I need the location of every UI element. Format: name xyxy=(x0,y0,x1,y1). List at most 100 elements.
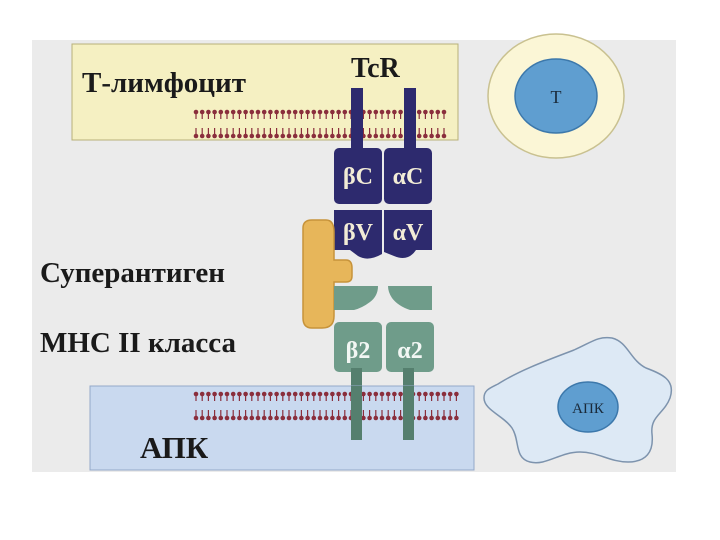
lipid-head xyxy=(237,415,242,421)
lipid-head xyxy=(398,109,403,115)
mhc-beta2-label: β2 xyxy=(346,338,371,364)
apc-nucleus-label: АПК xyxy=(572,401,605,417)
lipid-head xyxy=(292,109,298,115)
t-lymphocyte-membrane: Т-лимфоцит xyxy=(71,43,459,141)
lipid-head xyxy=(206,109,211,115)
lipid-head xyxy=(212,391,217,397)
lipid-head xyxy=(193,133,199,139)
lipid-head xyxy=(299,415,304,421)
lipid-head xyxy=(385,391,391,397)
lipid-head xyxy=(243,109,248,115)
lipid-head xyxy=(249,133,255,139)
lipid-head xyxy=(367,109,372,115)
lipid-head xyxy=(317,391,323,397)
lipid-head xyxy=(323,109,329,115)
lipid-head xyxy=(261,391,267,397)
lipid-head xyxy=(274,133,279,139)
lipid-head xyxy=(212,133,217,139)
lipid-head xyxy=(385,415,391,421)
lipid-head xyxy=(323,415,329,421)
tcr-alpha-c-domain xyxy=(384,148,432,204)
lipid-head xyxy=(429,391,434,397)
lipid-head xyxy=(255,391,261,397)
lipid-head xyxy=(249,391,255,397)
tcr-beta-v-domain xyxy=(334,210,382,259)
lipid-head xyxy=(385,133,391,139)
mhc-beta2-domain xyxy=(334,322,382,372)
lipid-head xyxy=(416,415,422,421)
lipid-head xyxy=(429,133,434,139)
lipid-head xyxy=(249,415,255,421)
lipid-head xyxy=(367,391,372,397)
lipid-head xyxy=(274,109,279,115)
lipid-head xyxy=(243,415,248,421)
lipid-head xyxy=(212,109,217,115)
lipid-head xyxy=(230,133,236,139)
lipid-head xyxy=(255,133,261,139)
lipid-head xyxy=(435,391,441,397)
lipid-head xyxy=(311,415,317,421)
lipid-head xyxy=(299,391,304,397)
lipid-head xyxy=(218,415,224,421)
lipid-head xyxy=(274,391,279,397)
lipid-head xyxy=(292,133,298,139)
lipid-head xyxy=(299,133,304,139)
apc-membrane-label: АПК xyxy=(140,430,209,465)
lipid-head xyxy=(441,133,447,139)
tcr-label: TcR xyxy=(351,53,401,84)
lipid-head xyxy=(243,391,248,397)
tcr-beta-c-domain xyxy=(334,148,382,204)
lipid-head xyxy=(218,391,224,397)
lipid-head xyxy=(379,391,385,397)
lipid-head xyxy=(199,109,205,115)
lipid-head xyxy=(305,109,310,115)
lipid-head xyxy=(342,133,348,139)
lipid-head xyxy=(261,415,267,421)
lipid-head xyxy=(274,415,279,421)
lipid-head xyxy=(454,415,459,421)
lipid-head xyxy=(237,391,242,397)
apc-nucleus xyxy=(557,381,619,433)
lipid-head xyxy=(280,415,286,421)
superantigen-shape xyxy=(302,219,353,329)
lipid-head xyxy=(447,391,453,397)
lipid-head xyxy=(193,109,199,115)
tcr-alpha-v-label: αV xyxy=(393,220,424,246)
lipid-head xyxy=(268,133,273,139)
mhc-beta-stalk-membrane xyxy=(351,386,362,440)
lipid-head xyxy=(261,133,267,139)
lipid-head xyxy=(435,415,441,421)
lipid-head xyxy=(336,133,341,139)
lipid-head xyxy=(230,109,236,115)
lipid-head xyxy=(423,109,428,115)
lipid-head xyxy=(379,109,385,115)
lipid-head xyxy=(435,109,441,115)
t-cell-nucleus-label: T xyxy=(551,87,562,107)
lipid-head xyxy=(311,391,317,397)
lipid-head xyxy=(193,391,199,397)
superantigen-label: Суперантиген xyxy=(40,257,225,289)
t-cell-nucleus xyxy=(514,58,598,134)
lipid-head xyxy=(305,391,310,397)
lipid-head xyxy=(398,391,403,397)
lipid-head xyxy=(373,109,379,115)
lipid-head xyxy=(398,133,403,139)
lipid-head xyxy=(199,415,205,421)
lipid-head xyxy=(392,109,397,115)
lipid-head xyxy=(441,109,447,115)
lipid-head xyxy=(385,109,391,115)
lipid-head xyxy=(286,133,292,139)
lipid-head xyxy=(379,133,385,139)
lipid-head xyxy=(292,391,298,397)
tcr-complex: βC αC βV αV xyxy=(334,148,432,259)
lipid-head xyxy=(206,415,211,421)
tcr-beta-v-label: βV xyxy=(343,220,374,246)
mhc-alpha2-label: α2 xyxy=(397,338,422,364)
lipid-head xyxy=(435,133,441,139)
lipid-head xyxy=(261,109,267,115)
lipid-head xyxy=(416,391,422,397)
lipid-head xyxy=(342,391,348,397)
lipid-head xyxy=(305,415,310,421)
lipid-head xyxy=(317,133,323,139)
lipid-head xyxy=(199,391,205,397)
